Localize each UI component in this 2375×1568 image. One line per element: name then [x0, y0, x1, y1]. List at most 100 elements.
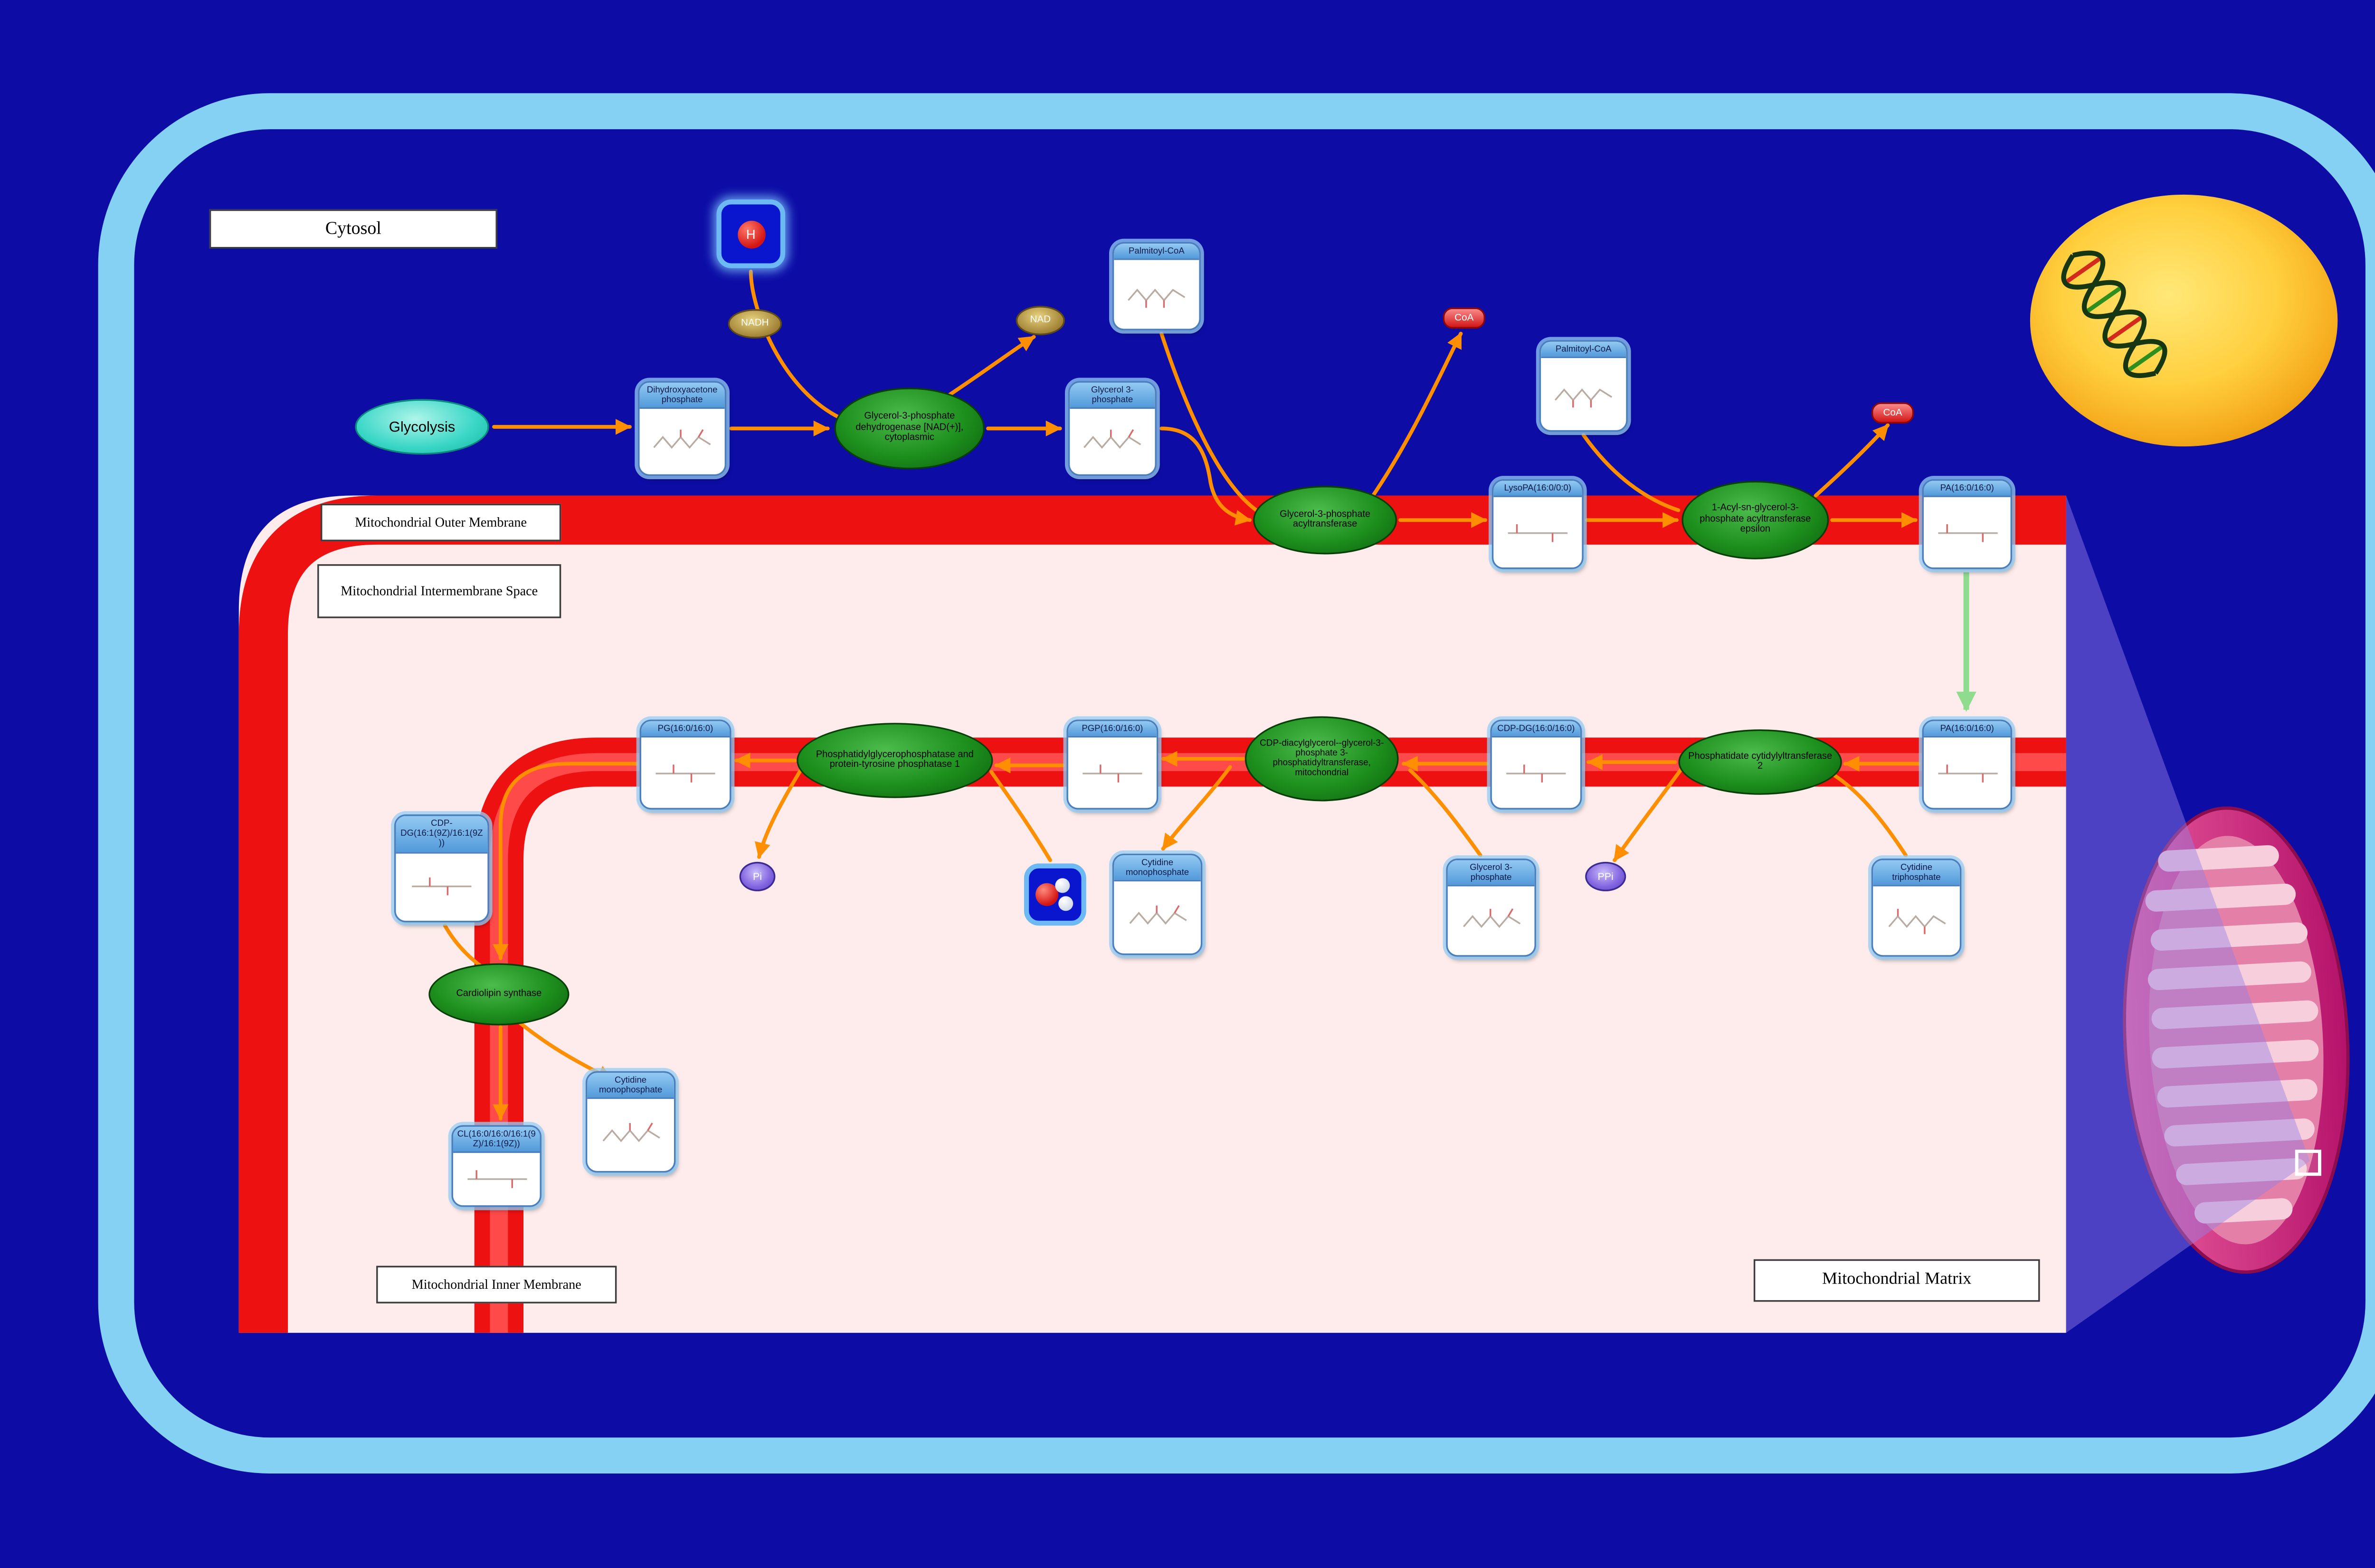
enzyme-label: Phosphatidylglycerophosphatase and prote… — [816, 750, 974, 771]
hydrogen-ball — [1055, 878, 1070, 893]
metabolite-name: Palmitoyl-CoA — [1541, 341, 1626, 359]
metabolite-name: Glycerol 3-phosphate — [1070, 382, 1155, 410]
structure-drawing — [1447, 887, 1535, 955]
metabolite-palmitoyl-coa-2[interactable]: Palmitoyl-CoA — [1539, 340, 1628, 432]
metabolite-dhap[interactable]: Dihydroxyacetone phosphate — [638, 381, 727, 476]
metabolite-palmitoyl-coa-1[interactable]: Palmitoyl-CoA — [1112, 242, 1201, 331]
enzyme-g3p-dehydrogenase[interactable]: Glycerol-3-phosphate dehydrogenase [NAD(… — [834, 387, 985, 470]
compartment-label-cytosol: Cytosol — [209, 209, 497, 249]
dna-icon — [2061, 250, 2167, 378]
enzyme-label: Glycerol-3-phosphate acyltransferase — [1280, 509, 1370, 530]
metabolite-name: Cytidine monophosphate — [1114, 855, 1201, 882]
metabolite-name: Cytidine monophosphate — [587, 1073, 674, 1100]
structure-drawing — [1924, 737, 2011, 808]
compartment-label-outer-membrane: Mitochondrial Outer Membrane — [321, 503, 561, 541]
metabolite-pg[interactable]: PG(16:0/16:0) — [639, 719, 732, 810]
structure-drawing — [1070, 409, 1155, 474]
small-molecule-nadh[interactable]: NADH — [728, 309, 782, 339]
pi-label: Pi — [753, 870, 762, 882]
zoom-target-square — [2295, 1150, 2321, 1176]
metabolite-name: CL(16:0/16:0/16:1(9Z)/16:1(9Z)) — [453, 1126, 540, 1154]
small-molecule-coa-2[interactable]: CoA — [1871, 402, 1914, 424]
intermembrane-label-text: Mitochondrial Intermembrane Space — [341, 584, 538, 599]
enzyme-phosphatidate-cytidylyltransferase-2[interactable]: Phosphatidate cytidylyltransferase 2 — [1678, 729, 1842, 795]
nadh-label: NADH — [741, 319, 769, 329]
metabolite-name: CDP-DG(16:0/16:0) — [1492, 721, 1580, 738]
structure-drawing — [1493, 497, 1582, 568]
metabolite-name: Palmitoyl-CoA — [1114, 244, 1199, 261]
glycolysis-label: Glycolysis — [389, 418, 456, 435]
nad-label: NAD — [1030, 315, 1051, 326]
enzyme-label: Glycerol-3-phosphate dehydrogenase [NAD(… — [855, 412, 964, 444]
outer-membrane-label-text: Mitochondrial Outer Membrane — [355, 515, 527, 530]
enzyme-label: Cardiolipin synthase — [456, 989, 542, 999]
water-icon[interactable] — [1024, 863, 1086, 926]
enzyme-cardiolipin-synthase[interactable]: Cardiolipin synthase — [428, 963, 570, 1026]
cytosol-label-text: Cytosol — [325, 219, 381, 239]
inner-membrane-label-text: Mitochondrial Inner Membrane — [411, 1277, 581, 1292]
small-molecule-nad[interactable]: NAD — [1016, 306, 1065, 335]
enzyme-label: CDP-diacylglycerol--glycerol-3-phosphate… — [1260, 738, 1384, 779]
oxygen-ball — [1035, 883, 1059, 906]
metabolite-ctp[interactable]: Cytidine triphosphate — [1871, 859, 1962, 957]
hydrogen-ball — [1058, 896, 1074, 911]
structure-drawing — [639, 409, 725, 474]
enzyme-label: Phosphatidate cytidylyltransferase 2 — [1688, 751, 1833, 772]
coa-label: CoA — [1454, 313, 1474, 323]
mitochondrion-illustration — [2123, 806, 2350, 1274]
proton-label: H — [746, 226, 756, 241]
structure-drawing — [641, 737, 730, 808]
enzyme-label: 1-Acyl-sn-glycerol-3-phosphate acyltrans… — [1700, 504, 1811, 535]
metabolite-pa-outer-membrane[interactable]: PA(16:0/16:0) — [1922, 479, 2012, 569]
compartment-label-matrix: Mitochondrial Matrix — [1753, 1259, 2040, 1302]
structure-drawing — [1114, 882, 1201, 954]
matrix-label-text: Mitochondrial Matrix — [1822, 1271, 1972, 1289]
metabolite-glycerol-3-phosphate-matrix[interactable]: Glycerol 3-phosphate — [1446, 859, 1536, 957]
cell-outline — [98, 93, 2375, 1474]
structure-drawing — [1873, 887, 1960, 955]
water-molecule — [1034, 878, 1077, 911]
metabolite-name: PG(16:0/16:0) — [641, 721, 730, 738]
metabolite-pgp[interactable]: PGP(16:0/16:0) — [1066, 719, 1159, 810]
proton-icon[interactable]: H — [716, 199, 786, 268]
structure-drawing — [396, 853, 488, 921]
small-molecule-pi[interactable]: Pi — [739, 861, 776, 891]
metabolite-name: PA(16:0/16:0) — [1924, 481, 2011, 498]
nucleus-illustration — [2030, 194, 2338, 447]
structure-drawing — [1114, 260, 1199, 329]
small-molecule-coa-1[interactable]: CoA — [1443, 307, 1486, 329]
small-molecule-ppi[interactable]: PPi — [1585, 861, 1626, 891]
metabolite-pa-inner-membrane[interactable]: PA(16:0/16:0) — [1922, 719, 2012, 810]
structure-drawing — [1068, 737, 1157, 808]
enzyme-ptpmt1-phosphatase[interactable]: Phosphatidylglycerophosphatase and prote… — [797, 723, 993, 798]
metabolite-cmp-left[interactable]: Cytidine monophosphate — [585, 1071, 676, 1173]
metabolite-glycerol-3-phosphate-cytosol[interactable]: Glycerol 3-phosphate — [1068, 381, 1157, 476]
compartment-label-intermembrane-space: Mitochondrial Intermembrane Space — [317, 564, 561, 618]
metabolite-cardiolipin[interactable]: CL(16:0/16:0/16:1(9Z)/16:1(9Z)) — [451, 1125, 542, 1207]
metabolite-name: LysoPA(16:0/0:0) — [1493, 481, 1582, 498]
metabolite-cmp-matrix[interactable]: Cytidine monophosphate — [1112, 853, 1203, 955]
structure-drawing — [1541, 358, 1626, 430]
metabolite-name: CDP-DG(16:1(9Z)/16:1(9Z)) — [396, 816, 488, 853]
zoom-beam — [2066, 495, 2321, 1333]
ppi-label: PPi — [1597, 870, 1614, 882]
metabolite-name: Dihydroxyacetone phosphate — [639, 382, 725, 410]
metabolite-cdp-dg-16-1[interactable]: CDP-DG(16:1(9Z)/16:1(9Z)) — [394, 814, 489, 923]
metabolite-name: PA(16:0/16:0) — [1924, 721, 2011, 738]
compartment-label-inner-membrane: Mitochondrial Inner Membrane — [376, 1266, 617, 1304]
structure-drawing — [453, 1153, 540, 1206]
pathway-node-glycolysis[interactable]: Glycolysis — [355, 399, 489, 455]
coa-label: CoA — [1883, 408, 1902, 418]
structure-drawing — [1492, 737, 1580, 808]
metabolite-name: Glycerol 3-phosphate — [1447, 860, 1535, 887]
hydrogen-ball: H — [737, 220, 765, 248]
metabolite-lysopa-outer-membrane[interactable]: LysoPA(16:0/0:0) — [1492, 479, 1584, 569]
structure-drawing — [587, 1099, 674, 1171]
enzyme-agpat-epsilon[interactable]: 1-Acyl-sn-glycerol-3-phosphate acyltrans… — [1682, 481, 1829, 559]
metabolite-cdp-dg-16-0[interactable]: CDP-DG(16:0/16:0) — [1490, 719, 1582, 810]
metabolite-name: Cytidine triphosphate — [1873, 860, 1960, 887]
structure-drawing — [1924, 497, 2011, 568]
enzyme-cdp-dag-g3p-phosphatidyltransferase[interactable]: CDP-diacylglycerol--glycerol-3-phosphate… — [1244, 716, 1399, 802]
enzyme-g3p-acyltransferase[interactable]: Glycerol-3-phosphate acyltransferase — [1253, 485, 1397, 555]
